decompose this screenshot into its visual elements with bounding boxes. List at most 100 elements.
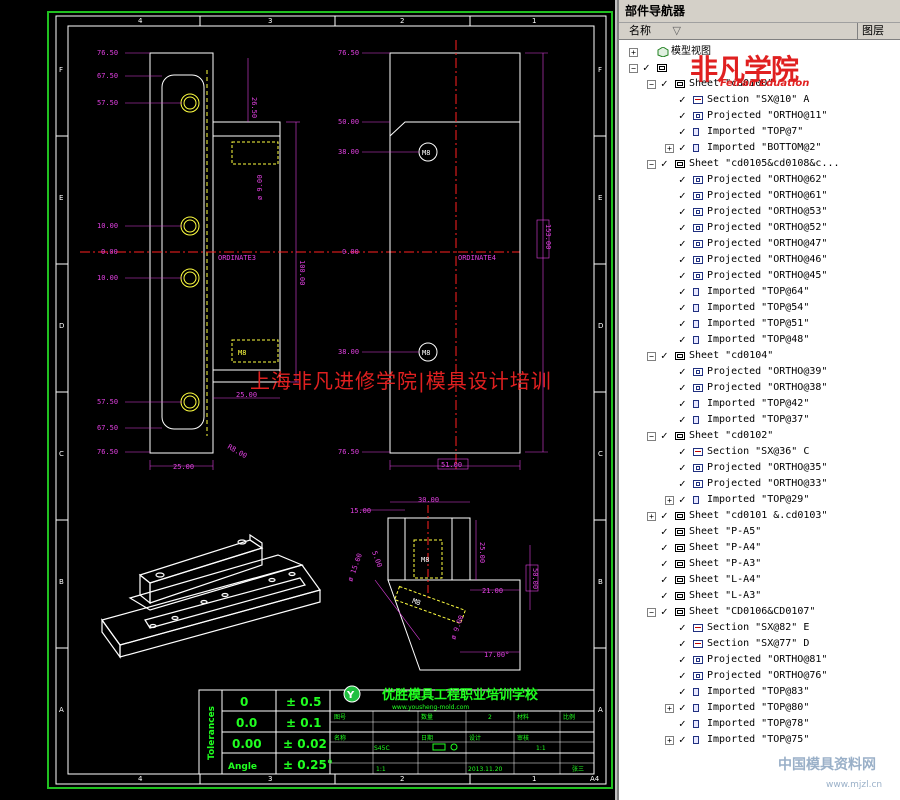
- expand-icon[interactable]: +: [647, 512, 656, 521]
- tree-item[interactable]: −✓Sheet "cd0104": [619, 348, 899, 364]
- visibility-check-icon[interactable]: ✓: [679, 413, 686, 426]
- tree-item[interactable]: −✓: [619, 60, 899, 76]
- collapse-icon[interactable]: −: [647, 352, 656, 361]
- tree-item[interactable]: +✓Imported "TOP@75": [619, 732, 899, 748]
- visibility-check-icon[interactable]: ✓: [679, 269, 686, 282]
- tree-item[interactable]: ✓Projected "ORTHO@35": [619, 460, 899, 476]
- tree-item[interactable]: ✓Projected "ORTHO@52": [619, 220, 899, 236]
- tree-item[interactable]: ✓Projected "ORTHO@61": [619, 188, 899, 204]
- tree-item[interactable]: ✓Sheet "P-A4": [619, 540, 899, 556]
- collapse-icon[interactable]: −: [647, 80, 656, 89]
- visibility-check-icon[interactable]: ✓: [661, 541, 668, 554]
- part-navigator[interactable]: 部件导航器 名称 ▽ 图层 +模型视图−✓−✓Sheet "cd0100"✓Se…: [617, 0, 900, 800]
- visibility-check-icon[interactable]: ✓: [679, 93, 686, 106]
- tree-item[interactable]: ✓Projected "ORTHO@45": [619, 268, 899, 284]
- visibility-check-icon[interactable]: ✓: [679, 381, 686, 394]
- visibility-check-icon[interactable]: ✓: [679, 701, 686, 714]
- tree-item[interactable]: ✓Projected "ORTHO@38": [619, 380, 899, 396]
- view-right[interactable]: M8 M8 76.50 50.00 38.00 0.00 38.00 76.50…: [338, 40, 552, 470]
- view-section[interactable]: M8 M8 30.00 15.00 25.00 50.00 21.00 17.0…: [346, 496, 539, 671]
- view-left[interactable]: M8 76.50 67.50 57.50 10.00 0.00 10.00 57…: [80, 49, 520, 471]
- visibility-check-icon[interactable]: ✓: [661, 77, 668, 90]
- expand-icon[interactable]: +: [665, 736, 674, 745]
- visibility-check-icon[interactable]: ✓: [661, 509, 668, 522]
- visibility-check-icon[interactable]: ✓: [679, 221, 686, 234]
- tree-item[interactable]: ✓Projected "ORTHO@39": [619, 364, 899, 380]
- tree-item[interactable]: ✓Imported "TOP@51": [619, 316, 899, 332]
- visibility-check-icon[interactable]: ✓: [679, 109, 686, 122]
- tree-item[interactable]: ✓Section "SX@36" C: [619, 444, 899, 460]
- visibility-check-icon[interactable]: ✓: [679, 397, 686, 410]
- visibility-check-icon[interactable]: ✓: [661, 429, 668, 442]
- tree-item[interactable]: ✓Section "SX@82" E: [619, 620, 899, 636]
- column-name-header[interactable]: 名称 ▽: [619, 23, 858, 39]
- tree-item[interactable]: +✓Imported "BOTTOM@2": [619, 140, 899, 156]
- tree-item[interactable]: ✓Projected "ORTHO@46": [619, 252, 899, 268]
- column-layer-header[interactable]: 图层: [862, 24, 884, 37]
- tree-item[interactable]: −✓Sheet "CD0106&CD0107": [619, 604, 899, 620]
- visibility-check-icon[interactable]: ✓: [661, 349, 668, 362]
- visibility-check-icon[interactable]: ✓: [643, 61, 650, 74]
- visibility-check-icon[interactable]: ✓: [679, 477, 686, 490]
- tree-item[interactable]: ✓Projected "ORTHO@33": [619, 476, 899, 492]
- tree-item[interactable]: ✓Imported "TOP@42": [619, 396, 899, 412]
- expand-icon[interactable]: +: [665, 144, 674, 153]
- collapse-icon[interactable]: −: [647, 160, 656, 169]
- tree-item[interactable]: ✓Imported "TOP@64": [619, 284, 899, 300]
- tree-item[interactable]: ✓Projected "ORTHO@76": [619, 668, 899, 684]
- visibility-check-icon[interactable]: ✓: [679, 301, 686, 314]
- visibility-check-icon[interactable]: ✓: [679, 653, 686, 666]
- tree-item[interactable]: ✓Sheet "L-A4": [619, 572, 899, 588]
- visibility-check-icon[interactable]: ✓: [679, 125, 686, 138]
- visibility-check-icon[interactable]: ✓: [679, 669, 686, 682]
- visibility-check-icon[interactable]: ✓: [679, 253, 686, 266]
- expand-icon[interactable]: +: [665, 704, 674, 713]
- visibility-check-icon[interactable]: ✓: [661, 525, 668, 538]
- visibility-check-icon[interactable]: ✓: [679, 141, 686, 154]
- expand-icon[interactable]: +: [665, 496, 674, 505]
- tree-item[interactable]: −✓Sheet "cd0100": [619, 76, 899, 92]
- tree-item[interactable]: ✓Section "SX@77" D: [619, 636, 899, 652]
- visibility-check-icon[interactable]: ✓: [679, 461, 686, 474]
- tree-item[interactable]: ✓Sheet "P-A5": [619, 524, 899, 540]
- visibility-check-icon[interactable]: ✓: [679, 445, 686, 458]
- collapse-icon[interactable]: −: [647, 608, 656, 617]
- tree-item[interactable]: ✓Imported "TOP@7": [619, 124, 899, 140]
- tree-item[interactable]: ✓Sheet "P-A3": [619, 556, 899, 572]
- visibility-check-icon[interactable]: ✓: [679, 333, 686, 346]
- expand-icon[interactable]: +: [629, 48, 638, 57]
- visibility-check-icon[interactable]: ✓: [679, 285, 686, 298]
- collapse-icon[interactable]: −: [647, 432, 656, 441]
- visibility-check-icon[interactable]: ✓: [679, 317, 686, 330]
- tree-item[interactable]: −✓Sheet "cd0105&cd0108&c...: [619, 156, 899, 172]
- tree-item[interactable]: +模型视图: [619, 44, 899, 60]
- tree-item[interactable]: +✓Imported "TOP@29": [619, 492, 899, 508]
- tree-item[interactable]: −✓Sheet "cd0102": [619, 428, 899, 444]
- visibility-check-icon[interactable]: ✓: [661, 589, 668, 602]
- visibility-check-icon[interactable]: ✓: [679, 205, 686, 218]
- visibility-check-icon[interactable]: ✓: [679, 621, 686, 634]
- visibility-check-icon[interactable]: ✓: [679, 237, 686, 250]
- visibility-check-icon[interactable]: ✓: [679, 493, 686, 506]
- drawing-canvas[interactable]: 4 3 2 1 4 3 2 1 A4 F E D C B A F E D C B…: [0, 0, 615, 800]
- visibility-check-icon[interactable]: ✓: [679, 717, 686, 730]
- visibility-check-icon[interactable]: ✓: [661, 605, 668, 618]
- collapse-icon[interactable]: −: [629, 64, 638, 73]
- tree-item[interactable]: ✓Imported "TOP@78": [619, 716, 899, 732]
- visibility-check-icon[interactable]: ✓: [661, 573, 668, 586]
- tree-item[interactable]: ✓Projected "ORTHO@81": [619, 652, 899, 668]
- visibility-check-icon[interactable]: ✓: [679, 637, 686, 650]
- visibility-check-icon[interactable]: ✓: [661, 157, 668, 170]
- visibility-check-icon[interactable]: ✓: [679, 733, 686, 746]
- view-isometric[interactable]: [101, 533, 321, 659]
- tree-item[interactable]: +✓Sheet "cd0101 &.cd0103": [619, 508, 899, 524]
- tree-item[interactable]: ✓Projected "ORTHO@11": [619, 108, 899, 124]
- tree-item[interactable]: ✓Imported "TOP@37": [619, 412, 899, 428]
- tree-item[interactable]: ✓Imported "TOP@48": [619, 332, 899, 348]
- tree-item[interactable]: ✓Imported "TOP@83": [619, 684, 899, 700]
- tree-item[interactable]: ✓Projected "ORTHO@53": [619, 204, 899, 220]
- visibility-check-icon[interactable]: ✓: [679, 365, 686, 378]
- visibility-check-icon[interactable]: ✓: [679, 189, 686, 202]
- tree-item[interactable]: ✓Imported "TOP@54": [619, 300, 899, 316]
- tree-item[interactable]: ✓Section "SX@10" A: [619, 92, 899, 108]
